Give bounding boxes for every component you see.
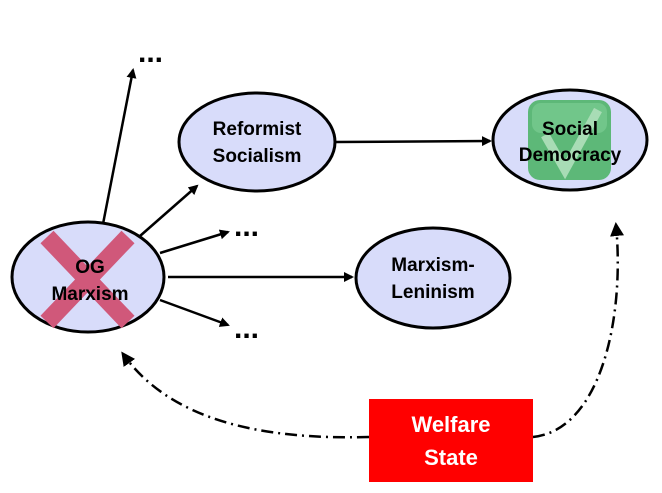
node-label-line2: Democracy [519,145,622,166]
node-label-line2: Leninism [391,282,474,303]
edge-og-to-ellipsis-top [101,68,137,225]
dashed-edge-welfare-to-social-democracy [532,222,625,439]
edge-og-to-ellipsis-bottom [159,298,230,327]
ellipsis-bottom: ... [234,312,259,345]
dashed-edge-welfare-to-og [121,351,370,439]
check-mark-icon [528,100,611,180]
node-label-line2: Marxism [51,284,128,305]
edge-reformist-to-social-democracy [335,136,492,147]
ellipsis-top: ... [138,36,163,69]
node-og-marxism: OG Marxism [10,220,166,334]
ellipsis-mid: ... [234,210,259,243]
cross-icon [40,230,135,329]
node-label-line1: Social [542,119,598,140]
node-welfare-state: Welfare State [369,399,533,482]
node-label-line1: Welfare [411,412,490,437]
node-marxism-leninism: Marxism- Leninism [354,226,512,330]
node-label-line1: OG [75,257,105,278]
node-label-line2: State [424,445,478,470]
edge-og-to-ellipsis-mid [159,229,230,255]
node-reformist-socialism: Reformist Socialism [177,91,337,193]
node-social-democracy: Social Democracy [491,88,649,192]
node-label-line1: Marxism- [391,255,474,276]
node-label-line1: Reformist [213,119,302,140]
node-label-line2: Socialism [213,146,302,167]
edge-og-to-reformist [139,184,199,237]
